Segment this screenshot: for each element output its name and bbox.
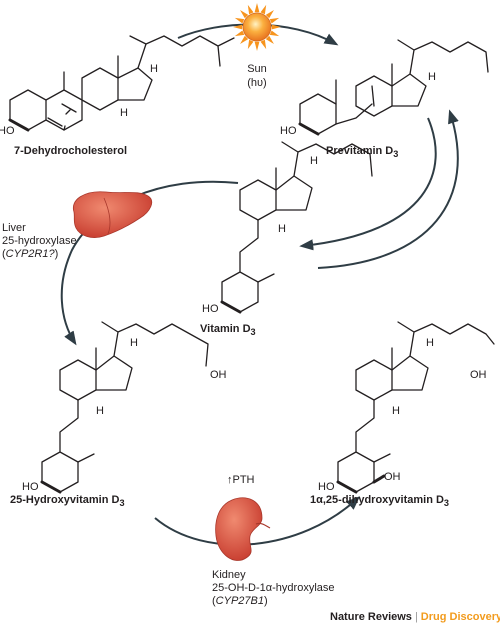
sun-ray [247,4,254,15]
sun-ray [260,4,267,15]
liver-icon [72,191,153,238]
hydroxy25-name: 25-Hydroxyvitamin D3 [10,494,125,509]
kidney-label-line2: 25-OH-D-1α-hydroxylase [212,582,335,594]
footer-section: Drug Discovery [420,611,500,623]
liver-label-line3: (CYP2R1?) [2,248,59,260]
dihydroxy-h2-label: H [392,405,400,417]
sun-ray [234,17,245,24]
kidney-label-line3: (CYP27B1) [212,595,268,607]
dihydroxy-ho-label: HO [318,481,335,493]
molecule-7-dehydrocholesterol: HO H H [0,35,235,137]
pth-label: ↑PTH [227,474,255,486]
vitamin-h1-label: H [310,155,318,167]
kidney-icon [215,497,271,561]
dihydroxy-oh1-label: OH [470,369,487,381]
dehydro-name: 7-Dehydrocholesterol [14,145,128,157]
dehydro-ho-label: HO [0,125,15,137]
molecule-25-hydroxyvitamin-d3: OH H H HO [22,321,227,494]
sun-ray [240,35,249,44]
molecule-previtamin-d3: HO H [280,39,489,137]
liver-enzyme-gene: CYP2R1? [5,248,55,260]
hydroxy25-h1-label: H [130,337,138,349]
liver-label-line1: Liver [2,222,26,234]
thermal-forward-arrow [299,117,437,251]
footer-separator: | [414,611,418,623]
vitamin-name: Vitamin D3 [200,323,256,338]
liver-label: Liver 25-hydroxylase (CYP2R1?) [2,222,77,261]
hydroxy25-ho-label: HO [22,481,39,493]
kidney-label-line1: Kidney [212,569,246,581]
vitamin-h2-label: H [278,223,286,235]
previtamin-name: Previtamin D3 [326,145,399,160]
sun-ray [234,30,245,37]
footer-journal: Nature Reviews [330,611,412,623]
sun-hv-label: (hυ) [247,77,266,89]
sun-ray [247,39,254,50]
sun-ray [269,17,280,24]
sun-ray [254,3,260,13]
liver-label-line2: 25-hydroxylase [2,235,77,247]
dihydroxy-name: 1α,25-dihydroxyvitamin D3 [310,494,450,509]
footer-credit: Nature Reviews|Drug Discovery [330,611,500,623]
molecule-vitamin-d3: H H HO [202,141,373,315]
dihydroxy-h1-label: H [426,337,434,349]
molecule-1a-25-dihydroxyvitamin-d3: OH H H HO OH [318,321,495,494]
sun-ray [269,30,280,37]
sun-ray [271,24,281,30]
sun-ray [265,10,274,19]
sun-ray [265,35,274,44]
sun-ray [260,39,267,50]
sun-icon [233,3,281,51]
previtamin-h-label: H [428,71,436,83]
dihydroxy-oh2-label: OH [384,471,401,483]
sun-ray [233,24,243,30]
kidney-label: Kidney 25-OH-D-1α-hydroxylase (CYP27B1) [212,569,335,608]
kidney-conversion-arrow [154,496,361,546]
vitamin-ho-label: HO [202,303,219,315]
dehydro-h1-label: H [120,107,128,119]
dehydro-h2-label: H [150,63,158,75]
kidney-enzyme-gene: CYP27B1 [215,595,264,607]
thermal-reverse-arrow [317,109,459,269]
liver-conversion-arrow [60,180,239,346]
sun-ray [254,41,260,51]
sun-ray [240,10,249,19]
hydroxy25-h2-label: H [96,405,104,417]
previtamin-ho-label: HO [280,125,297,137]
hydroxy25-oh-label: OH [210,369,227,381]
sun-label: Sun [247,63,267,75]
